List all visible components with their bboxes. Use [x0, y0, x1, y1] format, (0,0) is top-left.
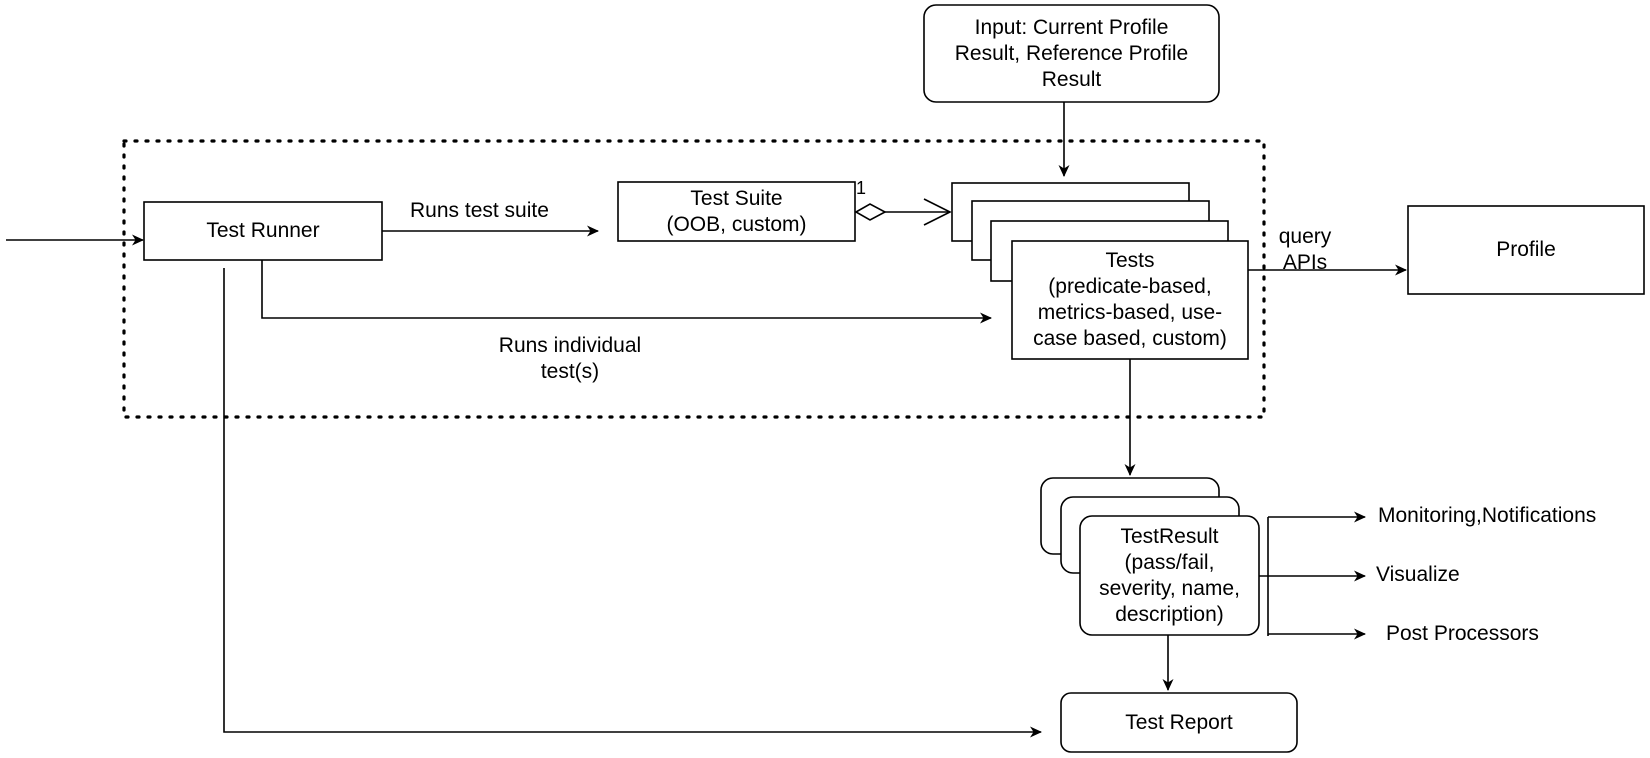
test-runner-box: [143, 201, 383, 261]
input-box: [923, 4, 1220, 103]
runs-test-suite-label: Runs test suite: [410, 199, 549, 222]
aggregation-open-arrowhead: [923, 198, 952, 226]
post-processors-label: Post Processors: [1386, 622, 1539, 645]
tests-box: [1011, 240, 1249, 360]
monitoring-notifications-label: Monitoring,Notifications: [1378, 504, 1597, 527]
test-result-label: TestResult (pass/fail, severity, name, d…: [1099, 524, 1240, 626]
test-suite-box: [617, 181, 856, 242]
profile-label: Profile: [1496, 238, 1556, 261]
input-label: Input: Current Profile Result, Reference…: [954, 15, 1189, 91]
test-suite-label: Test Suite (OOB, custom): [666, 186, 807, 236]
test-runner-label: Test Runner: [206, 219, 320, 242]
system-boundary: [122, 139, 1266, 419]
multiplicity-label: 1: [856, 178, 867, 198]
test-report-label: Test Report: [1125, 710, 1233, 734]
test-report-box: [1060, 692, 1298, 753]
aggregation-diamond: [854, 203, 887, 221]
runner-to-report-arrow: [223, 268, 1042, 738]
query-apis-label: query APIs: [1278, 225, 1332, 274]
profile-box: [1407, 205, 1645, 295]
visualize-label: Visualize: [1376, 563, 1460, 586]
runs-individual-tests-arrow: [261, 260, 992, 324]
runs-individual-tests-label: Runs individual test(s): [498, 334, 642, 383]
tests-label: Tests (predicate-based, metrics-based, u…: [1033, 249, 1227, 350]
